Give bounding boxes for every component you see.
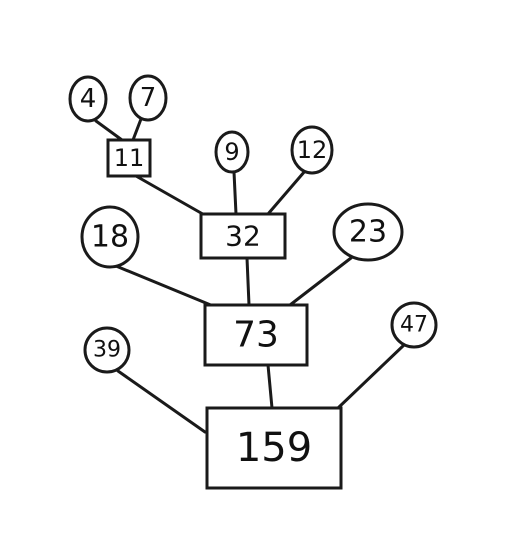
leaf-node-9: 9 (214, 130, 250, 174)
leaf-circle (83, 326, 131, 374)
sum-box (106, 138, 152, 178)
leaf-node-18: 18 (80, 205, 140, 269)
edge-47-to-159 (336, 343, 406, 410)
leaf-circle (128, 74, 168, 122)
sum-box (199, 212, 287, 260)
sum-box (205, 406, 343, 490)
sum-label: 32 (225, 220, 261, 253)
leaf-label: 18 (91, 220, 129, 255)
leaf-node-39: 39 (83, 326, 131, 374)
edge-32-to-73 (245, 256, 251, 307)
edge-4-to-11 (94, 119, 124, 142)
edge-23-to-73 (288, 256, 353, 307)
sum-label: 159 (236, 425, 312, 471)
leaf-node-12: 12 (290, 125, 334, 175)
leaf-circle (332, 202, 404, 262)
edge-11-to-32 (134, 174, 210, 219)
edge-9-to-32 (232, 170, 238, 216)
edge-18-to-73 (114, 264, 220, 310)
leaf-label: 12 (297, 136, 328, 164)
sum-label: 11 (114, 144, 145, 172)
leaf-label: 9 (224, 138, 239, 166)
leaf-label: 7 (140, 83, 157, 113)
leaf-circle (68, 75, 108, 123)
sum-box (203, 303, 309, 367)
edge-layer (94, 117, 406, 434)
leaf-label: 4 (80, 84, 97, 114)
leaf-label: 47 (400, 313, 428, 338)
leaf-circle (290, 125, 334, 175)
leaf-circle (390, 301, 438, 349)
edge-7-to-11 (131, 117, 143, 142)
edge-73-to-159 (266, 363, 274, 410)
leaf-label: 23 (349, 215, 387, 250)
leaf-label: 39 (93, 338, 121, 363)
leaf-circle (214, 130, 250, 174)
leaf-node-4: 4 (68, 75, 108, 123)
leaf-node-7: 7 (128, 74, 168, 122)
leaf-node-47: 47 (390, 301, 438, 349)
sum-node-159: 159 (205, 406, 343, 490)
leaf-circle (80, 205, 140, 269)
edge-39-to-159 (116, 369, 207, 434)
edge-12-to-32 (266, 169, 307, 216)
sum-label: 73 (233, 315, 279, 356)
sum-node-11: 11 (106, 138, 152, 178)
leaf-node-23: 23 (332, 202, 404, 262)
sum-node-73: 73 (203, 303, 309, 367)
sum-node-32: 32 (199, 212, 287, 260)
